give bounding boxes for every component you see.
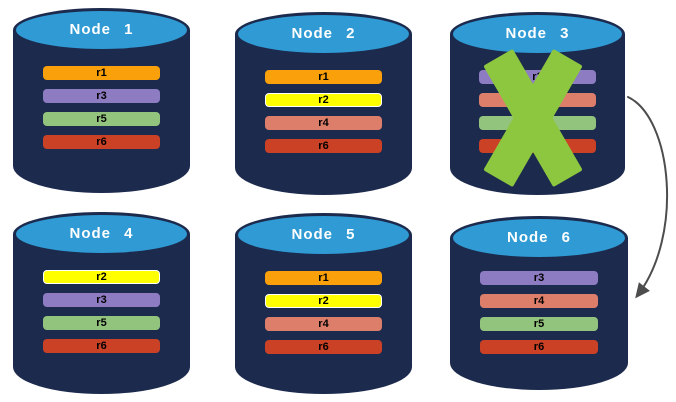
- cylinder-body: [13, 30, 190, 193]
- replica-bar: r1: [265, 70, 382, 84]
- cylinder-lid: Node 3: [450, 12, 625, 56]
- replica-bar: r5: [43, 112, 160, 126]
- replica-bar-highlighted: r2: [265, 294, 382, 308]
- node-title: Node 5: [291, 225, 356, 243]
- cylinder-lid: Node 5: [235, 213, 412, 257]
- replica-bar: r3: [43, 293, 160, 307]
- node-2: Node 2 r1 r2 r4 r6: [235, 12, 412, 195]
- cylinder-body: [235, 34, 412, 195]
- replica-list: r1 r2 r4 r6: [265, 271, 382, 354]
- cylinder-body: [235, 235, 412, 394]
- replica-bar: r6: [480, 340, 598, 354]
- replica-bar-highlighted: r2: [265, 93, 382, 107]
- replica-bar: r6: [43, 339, 160, 353]
- node-4: Node 4 r2 r3 r5 r6: [13, 212, 190, 394]
- replica-bar: r5: [479, 116, 596, 130]
- node-title: Node 1: [69, 20, 134, 38]
- replica-bar: r5: [43, 316, 160, 330]
- replica-bar: r6: [265, 139, 382, 153]
- replica-bar: r3: [480, 271, 598, 285]
- cylinder-body: [450, 238, 628, 390]
- cylinder-lid: Node 4: [13, 212, 190, 256]
- node-5: Node 5 r1 r2 r4 r6: [235, 213, 412, 394]
- replica-bar: r4: [265, 317, 382, 331]
- replica-bar: r4: [265, 116, 382, 130]
- replica-list: r1 r2 r4 r6: [265, 70, 382, 153]
- replica-list: r3 r4 r5 r6: [480, 271, 598, 354]
- replica-bar: r4: [479, 93, 596, 107]
- replica-bar: r1: [265, 271, 382, 285]
- cylinder-body: [13, 234, 190, 394]
- replica-list: r3 r4 r5 r6: [479, 70, 596, 153]
- node-3: Node 3 r3 r4 r5 r6: [450, 12, 625, 195]
- replica-list: r1 r3 r5 r6: [43, 66, 160, 149]
- node-title: Node 4: [69, 224, 134, 242]
- node-1: Node 1 r1 r3 r5 r6: [13, 8, 190, 193]
- replica-bar: r5: [480, 317, 598, 331]
- node-title: Node 3: [505, 24, 570, 42]
- cylinder-lid: Node 1: [13, 8, 190, 52]
- node-title: Node 2: [291, 24, 356, 42]
- replica-bar: r6: [43, 135, 160, 149]
- arrow-curve: [627, 96, 669, 299]
- replica-bar: r4: [480, 294, 598, 308]
- replica-bar: r6: [265, 340, 382, 354]
- replica-bar: r3: [479, 70, 596, 84]
- node-6: Node 6 r3 r4 r5 r6: [450, 216, 628, 390]
- cylinder-lid: Node 6: [450, 216, 628, 260]
- replica-bar: r6: [479, 139, 596, 153]
- replica-bar: r1: [43, 66, 160, 80]
- replica-list: r2 r3 r5 r6: [43, 270, 160, 353]
- node-title: Node 6: [506, 228, 571, 246]
- cylinder-lid: Node 2: [235, 12, 412, 56]
- replica-bar: r3: [43, 89, 160, 103]
- replica-bar-highlighted: r2: [43, 270, 160, 284]
